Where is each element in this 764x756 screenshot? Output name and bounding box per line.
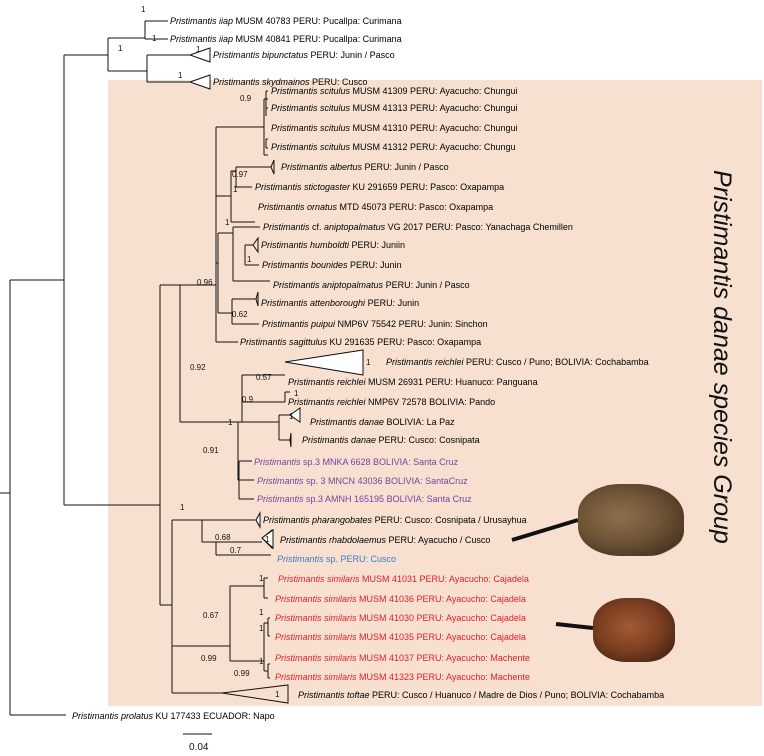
support-label: 1 bbox=[366, 358, 371, 367]
taxon-labels: Pristimantis iiap MUSM 40783 PERU: Pucal… bbox=[72, 16, 664, 721]
taxon-label: Pristimantis similaris MUSM 41036 PERU: … bbox=[275, 594, 526, 604]
support-labels: 1 1 1 1 1 0.9 0.97 1 1 1 0.96 0.62 0.92 … bbox=[118, 5, 371, 699]
support-label: 1 bbox=[265, 535, 270, 544]
taxon-label: Pristimantis danae BOLIVIA: La Paz bbox=[310, 417, 455, 427]
taxon-label: Pristimantis similaris MUSM 41035 PERU: … bbox=[275, 632, 526, 642]
support-label: 1 bbox=[259, 624, 264, 633]
taxon-label: Pristimantis bounides PERU: Junin bbox=[262, 260, 402, 270]
taxon-label: Pristimantis scitulus MUSM 41313 PERU: A… bbox=[271, 103, 517, 113]
support-label: 0.7 bbox=[230, 546, 242, 555]
support-label: 0.99 bbox=[234, 669, 250, 678]
scale-bar-label: 0.04 bbox=[189, 742, 209, 753]
taxon-label: Pristimantis sp. 3 MNCN 43036 BOLIVIA: S… bbox=[257, 476, 468, 486]
taxon-label: Pristimantis scitulus MUSM 41310 PERU: A… bbox=[271, 123, 517, 133]
taxon-label: Pristimantis scitulus MUSM 41312 PERU: A… bbox=[271, 142, 515, 152]
support-label: 0.62 bbox=[232, 310, 248, 319]
taxon-label: Pristimantis sp. PERU: Cusco bbox=[277, 554, 396, 564]
taxon-label: Pristimantis stictogaster KU 291659 PERU… bbox=[255, 182, 504, 192]
taxon-label: Pristimantis reichlei PERU: Cusco / Puno… bbox=[386, 357, 649, 367]
taxon-label: Pristimantis skydmainos PERU: Cusco bbox=[213, 77, 368, 87]
support-label: 1 bbox=[118, 44, 123, 53]
taxon-label: Pristimantis similaris MUSM 41030 PERU: … bbox=[275, 613, 526, 623]
support-label: 1 bbox=[247, 255, 252, 264]
frog-photo-rhabdolaemus bbox=[578, 484, 684, 556]
support-label: 1 bbox=[289, 412, 294, 421]
taxon-label: Pristimantis puipui NMP6V 75542 PERU: Ju… bbox=[262, 319, 488, 329]
support-label: 1 bbox=[259, 574, 264, 583]
taxon-label: Pristimantis bipunctatus PERU: Junin / P… bbox=[213, 50, 395, 60]
taxon-label: Pristimantis similaris MUSM 41323 PERU: … bbox=[275, 672, 530, 682]
taxon-label: Pristimantis sagittulus KU 291635 PERU: … bbox=[240, 337, 481, 347]
support-label: 0.91 bbox=[203, 446, 219, 455]
taxon-label: Pristimantis cf. aniptopalmatus VG 2017 … bbox=[263, 222, 573, 232]
tree-branches bbox=[0, 20, 594, 735]
taxon-label: Pristimantis reichlei NMP6V 72578 BOLIVI… bbox=[288, 397, 495, 407]
support-label: 1 bbox=[180, 503, 185, 512]
support-label: 1 bbox=[196, 45, 201, 54]
support-label: 0.92 bbox=[190, 363, 206, 372]
taxon-label: Pristimantis ornatus MTD 45073 PERU: Pas… bbox=[258, 202, 493, 212]
frog-photo-similaris bbox=[593, 598, 675, 662]
taxon-label: Pristimantis reichlei MUSM 26931 PERU: H… bbox=[288, 377, 538, 387]
taxon-label: Pristimantis similaris MUSM 41037 PERU: … bbox=[275, 653, 530, 663]
support-label: 1 bbox=[275, 690, 280, 699]
taxon-label: Pristimantis pharangobates PERU: Cusco: … bbox=[263, 515, 527, 525]
support-label: 0.9 bbox=[240, 94, 252, 103]
taxon-label: Pristimantis similaris MUSM 41031 PERU: … bbox=[278, 574, 529, 584]
support-label: 0.68 bbox=[215, 533, 231, 542]
species-group-title: Pristimantis danae species Group bbox=[708, 170, 736, 544]
taxon-label: Pristimantis humboldti PERU: Juniin bbox=[261, 240, 405, 250]
taxon-label: Pristimantis attenboroughi PERU: Junin bbox=[261, 298, 419, 308]
taxon-label: Pristimantis rhabdolaemus PERU: Ayacucho… bbox=[280, 535, 490, 545]
support-label: 1 bbox=[233, 185, 238, 194]
support-label: 1 bbox=[225, 218, 230, 227]
support-label: 0.97 bbox=[232, 170, 248, 179]
support-label: 1 bbox=[178, 71, 183, 80]
support-label: 0.96 bbox=[197, 278, 213, 287]
support-label: 0.57 bbox=[256, 373, 272, 382]
taxon-label: Pristimantis aniptopalmatus PERU: Junin … bbox=[273, 280, 470, 290]
taxon-label: Pristimantis iiap MUSM 40841 PERU: Pucal… bbox=[170, 34, 402, 44]
support-label: 1 bbox=[294, 389, 299, 398]
support-label: 1 bbox=[259, 657, 264, 666]
taxon-label: Pristimantis sp.3 MNKA 6628 BOLIVIA: San… bbox=[254, 457, 459, 467]
support-label: 1 bbox=[141, 5, 146, 14]
taxon-label: Pristimantis prolatus KU 177433 ECUADOR:… bbox=[72, 711, 275, 721]
taxon-label: Pristimantis iiap MUSM 40783 PERU: Pucal… bbox=[170, 16, 402, 26]
support-label: 1 bbox=[259, 608, 264, 617]
support-label: 0.9 bbox=[242, 395, 254, 404]
taxon-label: Pristimantis albertus PERU: Junin / Pasc… bbox=[281, 162, 449, 172]
taxon-label: Pristimantis scitulus MUSM 41309 PERU: A… bbox=[271, 86, 517, 96]
support-label: 0.67 bbox=[203, 611, 219, 620]
taxon-label: Pristimantis toftae PERU: Cusco / Huanuc… bbox=[298, 690, 664, 700]
taxon-label: Pristimantis danae PERU: Cusco: Cosnipat… bbox=[302, 435, 480, 445]
support-label: 1 bbox=[152, 34, 157, 43]
support-label: 1 bbox=[228, 418, 233, 427]
support-label: 0.99 bbox=[201, 654, 217, 663]
taxon-label: Pristimantis sp.3 AMNH 165195 BOLIVIA: S… bbox=[257, 494, 472, 504]
